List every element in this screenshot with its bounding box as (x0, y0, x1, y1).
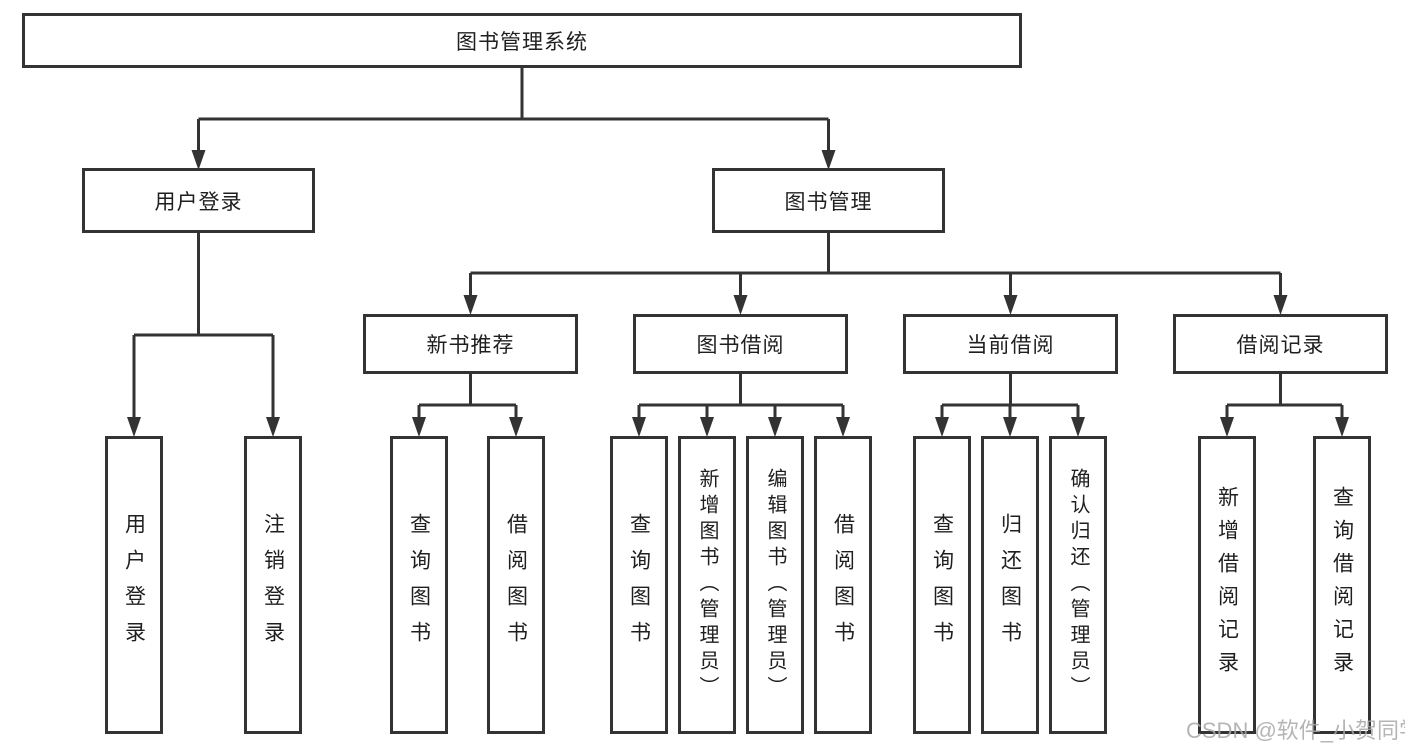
csdn-watermark: CSDN @软件_小贺同学 (1186, 718, 1405, 743)
node-book-management: 图书管理 (712, 168, 945, 233)
node-leaf-add-book-admin: 新增图书（管理员） (678, 436, 736, 734)
connector-segments (132, 68, 1344, 418)
node-leaf-logout: 注销登录 (244, 436, 302, 734)
node-leaf-query-books-1: 查询图书 (390, 436, 448, 734)
node-leaf-confirm-return-admin: 确认归还（管理员） (1049, 436, 1107, 734)
node-leaf-borrow-books-2: 借阅图书 (814, 436, 872, 734)
node-leaf-query-books-2: 查询图书 (610, 436, 668, 734)
node-leaf-add-borrow-record: 新增借阅记录 (1198, 436, 1256, 734)
node-library-system: 图书管理系统 (22, 13, 1022, 68)
node-leaf-edit-book-admin: 编辑图书（管理员） (746, 436, 804, 734)
node-borrowing-records: 借阅记录 (1173, 314, 1388, 374)
node-leaf-user-login: 用户登录 (105, 436, 163, 734)
node-leaf-borrow-books-1: 借阅图书 (487, 436, 545, 734)
node-book-borrowing: 图书借阅 (633, 314, 848, 374)
node-new-book-recommend: 新书推荐 (363, 314, 578, 374)
node-user-login: 用户登录 (82, 168, 315, 233)
node-leaf-query-books-3: 查询图书 (913, 436, 971, 734)
node-leaf-return-books: 归还图书 (981, 436, 1039, 734)
node-leaf-query-borrow-record: 查询借阅记录 (1313, 436, 1371, 734)
arrowhead-icons (127, 150, 1349, 437)
node-current-borrowing: 当前借阅 (903, 314, 1118, 374)
